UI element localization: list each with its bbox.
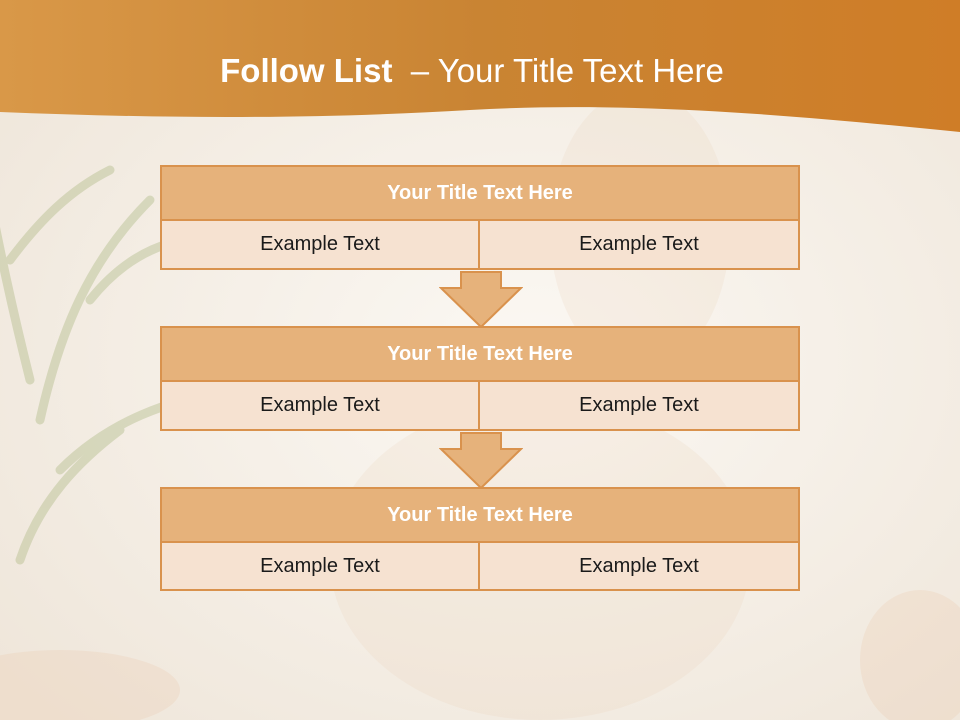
- stage-title: Your Title Text Here: [160, 165, 800, 221]
- stage-cell-left: Example Text: [160, 543, 480, 591]
- stage-title: Your Title Text Here: [160, 487, 800, 543]
- slide-title: Follow List – Your Title Text Here: [0, 52, 944, 90]
- stage-cell-right: Example Text: [480, 543, 800, 591]
- stage-cell-right: Example Text: [480, 382, 800, 431]
- stage-title: Your Title Text Here: [160, 326, 800, 382]
- stage-cell-right: Example Text: [480, 221, 800, 270]
- stage-cell-left: Example Text: [160, 382, 480, 431]
- slide-title-rest: – Your Title Text Here: [392, 52, 724, 89]
- down-arrow-icon: [439, 432, 523, 490]
- header-band: [0, 0, 960, 132]
- down-arrow-icon: [439, 271, 523, 329]
- stage-cell-left: Example Text: [160, 221, 480, 270]
- slide-title-bold: Follow List: [220, 52, 393, 89]
